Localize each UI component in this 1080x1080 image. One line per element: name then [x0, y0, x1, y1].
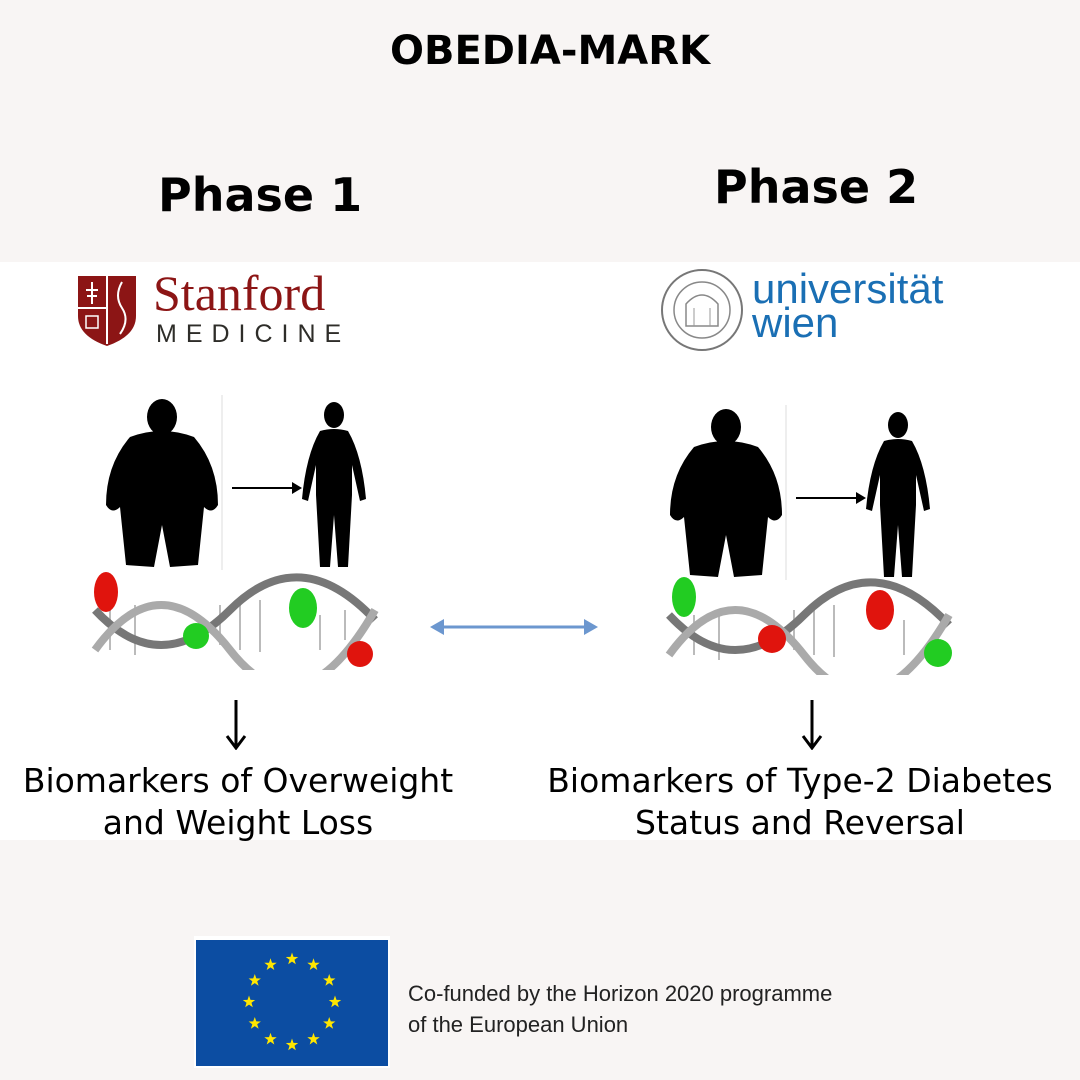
stanford-logo: [76, 272, 138, 352]
phase1-label: Phase 1: [158, 168, 363, 222]
star-icon: [323, 974, 336, 986]
slim-silhouette-icon: [302, 402, 366, 567]
phase2-caption-line1: Biomarkers of Type-2 Diabetes: [547, 761, 1053, 800]
stanford-wordmark: Stanford: [153, 265, 326, 321]
funding-line1: Co-funded by the Horizon 2020 programme: [408, 981, 833, 1006]
obese-silhouette-icon: [106, 399, 218, 567]
star-icon: [285, 952, 299, 965]
green-marker: [924, 639, 952, 667]
page-title: OBEDIA-MARK: [389, 28, 711, 74]
phase1-caption-line1: Biomarkers of Overweight: [22, 761, 454, 800]
star-icon: [242, 995, 256, 1008]
star-icon: [264, 958, 277, 970]
vienna-seal-icon: [660, 268, 744, 356]
obese-silhouette-icon: [670, 409, 782, 577]
arrow-down-icon: [801, 700, 823, 750]
star-icon: [264, 1032, 277, 1045]
stanford-subtitle: MEDICINE: [156, 320, 351, 348]
green-marker: [183, 623, 209, 649]
star-icon: [307, 958, 320, 970]
phase1-caption: Biomarkers of Overweight and Weight Loss: [0, 760, 486, 844]
red-marker: [866, 590, 894, 630]
green-marker: [672, 577, 696, 617]
phase1-caption-line2: and Weight Loss: [102, 803, 374, 842]
star-icon: [307, 1032, 320, 1045]
star-icon: [248, 974, 261, 986]
stanford-shield-icon: [78, 276, 136, 346]
vienna-wordmark-line2: wien: [752, 299, 839, 346]
star-icon: [285, 1038, 299, 1051]
green-marker: [289, 588, 317, 628]
phase2-caption: Biomarkers of Type-2 Diabetes Status and…: [510, 760, 1080, 840]
slim-silhouette-icon: [866, 412, 930, 577]
arrow-right-icon: [796, 492, 866, 504]
phase2-caption-line2: Status and Reversal: [635, 803, 965, 840]
funding-statement: Co-funded by the Horizon 2020 programme …: [408, 978, 832, 1040]
star-icon: [248, 1017, 261, 1029]
bidirectional-arrow-icon: [430, 619, 598, 635]
star-icon: [328, 995, 342, 1008]
funding-line2: of the European Union: [408, 1012, 629, 1037]
vienna-wordmark-line1: universität: [752, 265, 944, 312]
red-marker: [94, 572, 118, 612]
phase2-label: Phase 2: [714, 160, 919, 214]
star-icon: [323, 1017, 336, 1029]
arrow-down-icon: [225, 700, 247, 750]
phase2-dna-icon: [665, 577, 953, 675]
red-marker: [347, 641, 373, 667]
arrow-right-icon: [232, 482, 302, 494]
phase2-weight-loss-figures: [670, 405, 930, 580]
phase1-weight-loss-figures: [106, 395, 366, 570]
eu-flag-icon: [194, 936, 390, 1068]
red-marker: [758, 625, 786, 653]
vienna-wordmark: universität wien: [752, 265, 944, 346]
phase1-dna-icon: [91, 572, 379, 670]
